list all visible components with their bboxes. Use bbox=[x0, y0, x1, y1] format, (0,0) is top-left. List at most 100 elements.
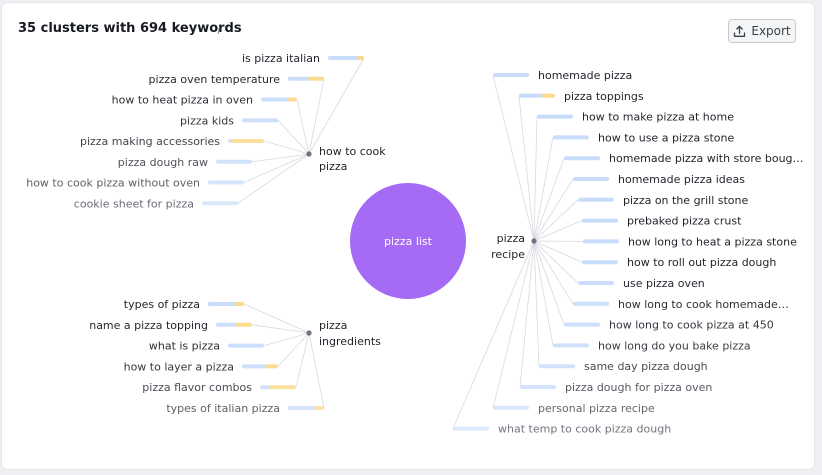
difficulty-bar bbox=[231, 139, 264, 143]
cluster-label[interactable]: recipe bbox=[491, 248, 525, 261]
cluster-node[interactable] bbox=[306, 151, 312, 157]
keyword-label[interactable]: how to use a pizza stone bbox=[598, 131, 735, 144]
volume-bar bbox=[453, 426, 489, 431]
center-bubble[interactable] bbox=[350, 183, 466, 299]
connector-line bbox=[251, 153, 310, 163]
cluster-map-card: 35 clusters with 694 keywords i Export i… bbox=[2, 3, 814, 469]
keyword-label[interactable]: pizza kids bbox=[180, 114, 234, 127]
volume-bar bbox=[216, 159, 252, 164]
volume-bar bbox=[260, 385, 271, 390]
keyword-label[interactable]: how long to cook homemade… bbox=[618, 298, 789, 311]
keyword-label[interactable]: homemade pizza bbox=[538, 69, 632, 82]
keyword-label[interactable]: how long to heat a pizza stone bbox=[628, 235, 797, 248]
difficulty-bar bbox=[308, 76, 324, 81]
keyword-label[interactable]: pizza toppings bbox=[564, 90, 644, 103]
connector-line bbox=[296, 99, 310, 155]
export-button[interactable]: Export bbox=[728, 19, 796, 43]
volume-bar bbox=[493, 73, 529, 77]
volume-bar bbox=[202, 201, 238, 206]
volume-bar bbox=[520, 385, 556, 389]
difficulty-bar bbox=[235, 302, 244, 306]
keyword-label[interactable]: pizza oven temperature bbox=[149, 73, 281, 86]
cluster-label[interactable]: ingredients bbox=[319, 335, 381, 348]
difficulty-bar bbox=[315, 406, 324, 410]
keyword-label[interactable]: pizza flavor combos bbox=[142, 381, 252, 394]
connector-line bbox=[533, 240, 583, 263]
volume-bar bbox=[553, 343, 589, 348]
keyword-label[interactable]: homemade pizza ideas bbox=[618, 173, 745, 186]
connector-line bbox=[519, 240, 535, 388]
connector-line bbox=[308, 332, 325, 409]
keyword-label[interactable]: what temp to cook pizza dough bbox=[498, 423, 671, 436]
keyword-label[interactable]: pizza dough for pizza oven bbox=[565, 381, 712, 394]
keyword-label[interactable]: how to layer a pizza bbox=[124, 360, 234, 373]
connector-line bbox=[263, 332, 310, 346]
connector-line bbox=[533, 240, 565, 325]
connector-line bbox=[308, 78, 325, 155]
keyword-label[interactable]: how to roll out pizza dough bbox=[627, 256, 776, 269]
volume-bar bbox=[261, 97, 290, 102]
keyword-label[interactable]: personal pizza recipe bbox=[538, 402, 655, 415]
volume-bar bbox=[564, 156, 600, 161]
cluster-node[interactable] bbox=[531, 238, 537, 244]
keyword-label[interactable]: what is pizza bbox=[149, 340, 220, 353]
connector-line bbox=[237, 153, 310, 204]
keyword-label[interactable]: pizza making accessories bbox=[80, 135, 220, 148]
connector-line bbox=[295, 332, 310, 388]
keyword-label[interactable]: how to heat pizza in oven bbox=[112, 94, 253, 107]
connector-line bbox=[533, 137, 554, 242]
volume-bar bbox=[288, 76, 310, 81]
keyword-label[interactable]: pizza on the grill stone bbox=[623, 194, 748, 207]
connector-line bbox=[533, 240, 554, 346]
keyword-label[interactable]: types of italian pizza bbox=[166, 402, 280, 415]
connector-line bbox=[533, 178, 574, 242]
connector-lines bbox=[237, 57, 584, 429]
keyword-label[interactable]: how long to cook pizza at 450 bbox=[609, 319, 774, 332]
keyword-label[interactable]: name a pizza topping bbox=[89, 319, 208, 332]
volume-bar bbox=[493, 405, 529, 410]
volume-bar bbox=[216, 322, 238, 327]
keyword-label[interactable]: types of pizza bbox=[124, 298, 200, 311]
connector-line bbox=[533, 116, 538, 242]
connector-line bbox=[277, 119, 310, 155]
volume-bar bbox=[573, 301, 609, 306]
connector-line bbox=[251, 324, 310, 334]
cluster-label[interactable]: how to cook bbox=[319, 145, 386, 158]
cluster-label[interactable]: pizza bbox=[497, 232, 525, 245]
volume-bar bbox=[288, 406, 317, 410]
difficulty-bar bbox=[265, 364, 278, 369]
connector-line bbox=[533, 240, 579, 284]
difficulty-bar bbox=[357, 56, 364, 60]
difficulty-bar bbox=[236, 322, 252, 327]
connector-line bbox=[533, 240, 540, 367]
volume-bar bbox=[573, 177, 609, 181]
cluster-label[interactable]: pizza bbox=[319, 160, 347, 173]
upload-icon bbox=[733, 25, 746, 38]
volume-bar bbox=[578, 281, 614, 285]
volume-bar bbox=[242, 118, 278, 123]
volume-bar bbox=[328, 56, 359, 60]
keyword-label[interactable]: prebaked pizza crust bbox=[627, 215, 742, 228]
keyword-label[interactable]: how to cook pizza without oven bbox=[26, 177, 200, 190]
connector-line bbox=[533, 220, 583, 242]
connector-line bbox=[533, 240, 574, 305]
export-button-label: Export bbox=[751, 24, 791, 38]
connector-line bbox=[452, 240, 535, 429]
keyword-label[interactable]: cookie sheet for pizza bbox=[74, 197, 194, 210]
volume-bar bbox=[578, 197, 614, 202]
keyword-label[interactable]: how long do you bake pizza bbox=[598, 339, 751, 352]
keyword-label[interactable]: is pizza italian bbox=[242, 52, 320, 65]
cluster-label[interactable]: pizza bbox=[319, 319, 347, 332]
page-title: 35 clusters with 694 keywords bbox=[18, 21, 242, 36]
keyword-label[interactable]: same day pizza dough bbox=[584, 360, 708, 373]
keyword-label[interactable]: pizza dough raw bbox=[118, 156, 208, 169]
keyword-label[interactable]: homemade pizza with store boug… bbox=[609, 152, 804, 165]
keyword-label[interactable]: how to make pizza at home bbox=[582, 111, 734, 124]
keyword-label[interactable]: use pizza oven bbox=[623, 277, 705, 290]
cluster-node[interactable] bbox=[306, 330, 312, 336]
info-icon[interactable]: i bbox=[217, 23, 221, 37]
cluster-graph: is pizza italian pizza oven temperature ho… bbox=[26, 52, 804, 436]
volume-bar bbox=[539, 364, 575, 369]
connector-line bbox=[492, 240, 535, 408]
volume-bar bbox=[582, 260, 618, 265]
